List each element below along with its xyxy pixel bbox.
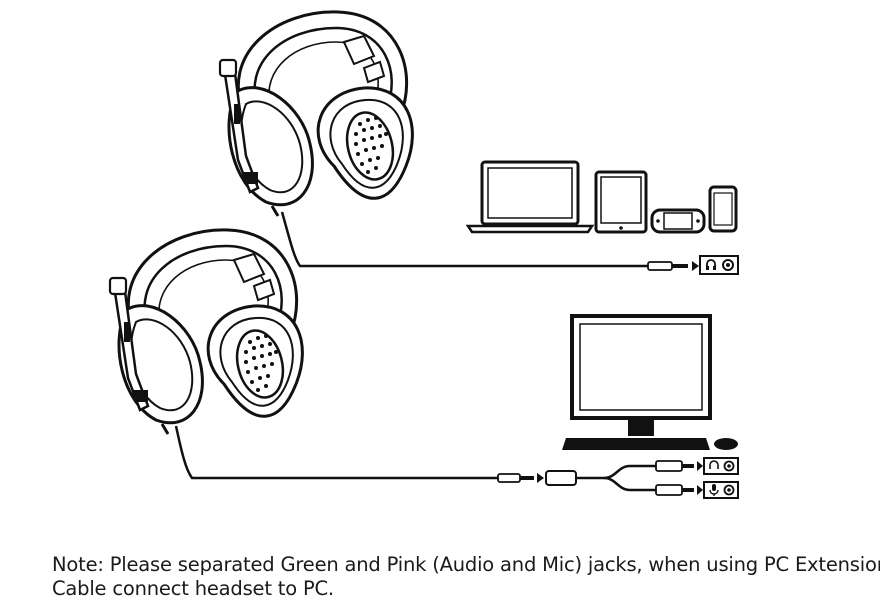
- monitor-icon: [570, 314, 712, 436]
- connection-note: Note: Please separated Green and Pink (A…: [52, 553, 880, 601]
- top-headset-cable: [280, 211, 648, 268]
- mouse-icon: [714, 438, 738, 450]
- pc-extension-splitter-cable: [545, 460, 703, 496]
- game-console-icon: [650, 208, 706, 234]
- headphone-port-icon: [699, 255, 739, 275]
- tablet-icon: [594, 170, 648, 234]
- microphone-port-icon: [703, 481, 739, 499]
- bottom-audio-plug: [497, 473, 544, 483]
- keyboard-icon: [562, 438, 710, 450]
- note-line-1: Note: Please separated Green and Pink (A…: [52, 553, 880, 576]
- bottom-headset-cable: [174, 425, 498, 480]
- bottom-headset-icon: [108, 228, 304, 436]
- top-headset-icon: [218, 10, 414, 218]
- note-line-2: Cable connect headset to PC.: [52, 577, 334, 600]
- headphone-port-icon: [703, 457, 739, 475]
- top-audio-plug: [647, 261, 699, 271]
- smartphone-icon: [708, 185, 738, 233]
- laptop-icon: [465, 160, 595, 234]
